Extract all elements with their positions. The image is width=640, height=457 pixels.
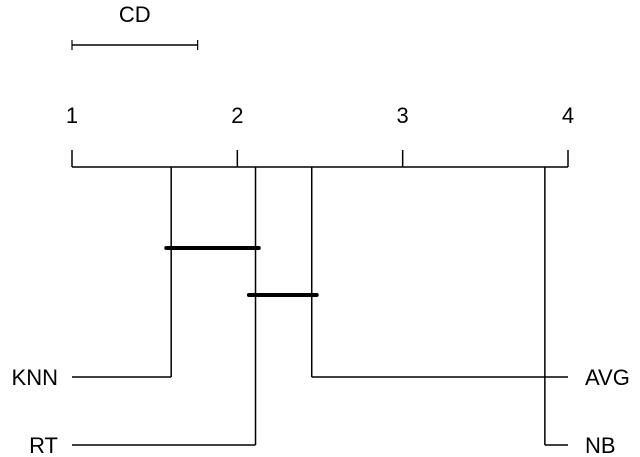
cd-label: CD — [119, 2, 151, 27]
axis-tick-label: 1 — [66, 103, 78, 128]
method-knn: KNN — [12, 167, 172, 390]
method-label: RT — [29, 433, 58, 457]
axis-tick-label: 4 — [562, 103, 574, 128]
axis-ticks: 1 2 3 4 — [66, 103, 574, 167]
method-rt: RT — [29, 167, 257, 457]
method-lines: KNN RT AVG NB — [12, 167, 630, 457]
method-nb: NB — [544, 167, 616, 457]
method-label: AVG — [585, 365, 630, 390]
axis-tick-label: 2 — [231, 103, 243, 128]
method-avg: AVG — [310, 167, 630, 390]
clique-bars — [164, 246, 319, 297]
method-label: NB — [585, 433, 616, 457]
axis-tick-label: 3 — [397, 103, 409, 128]
cd-legend: CD — [71, 2, 199, 50]
method-label: KNN — [12, 365, 58, 390]
